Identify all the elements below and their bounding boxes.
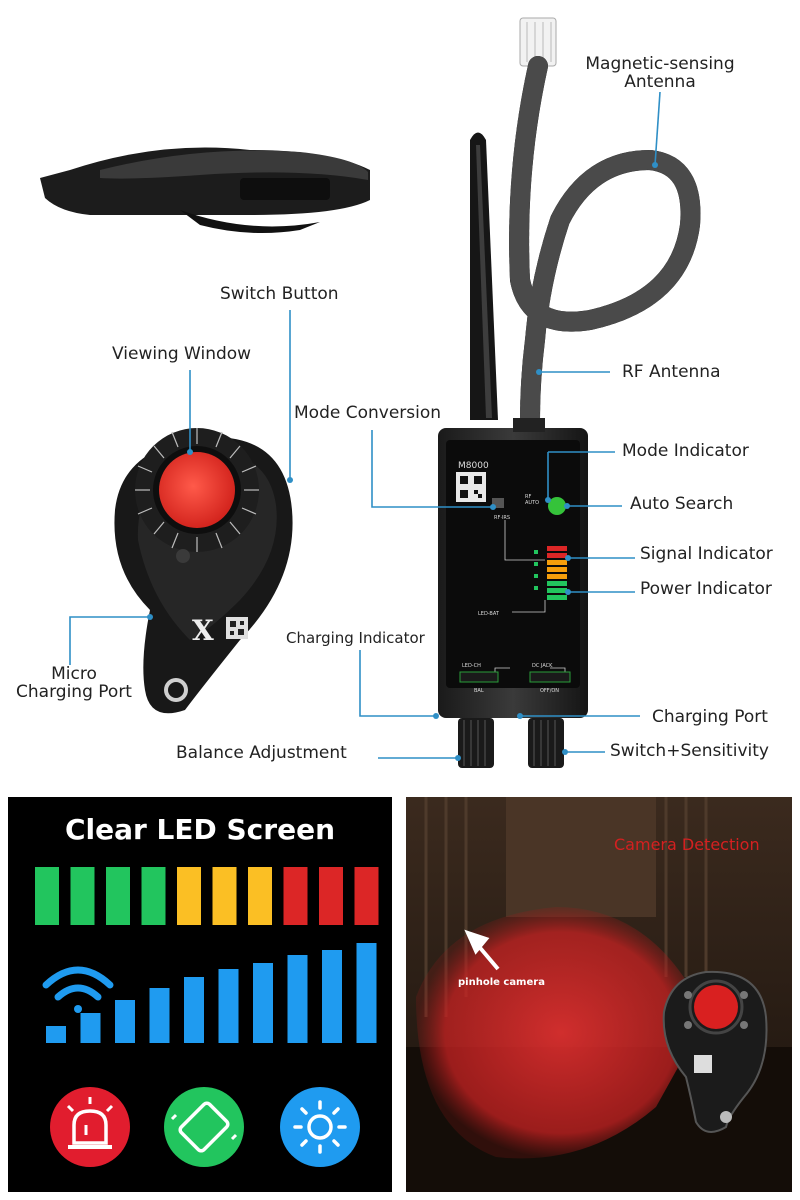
led-color-bar [70,867,95,925]
model-label: M8000 [458,461,489,471]
camera-scene [406,797,792,1192]
label-charging-indicator: Charging Indicator [286,629,425,647]
signal-strength-bar [115,1000,135,1043]
signal-strength-bar [184,977,204,1043]
viewing-window-lens [159,452,235,528]
signal-strength-bar [322,950,342,1043]
camera-detection-title: Camera Detection [614,835,760,854]
led-panel-title: Clear LED Screen [64,813,336,846]
led-color-bar [106,867,130,925]
led-bat-label: LED-BAT [478,611,500,617]
finder-side-view [40,147,370,234]
signal-strength-bar [253,963,273,1043]
label-magnetic-antenna: Magnetic-sensing Antenna [585,54,735,92]
led-ch-label: LED-CH [462,663,481,669]
product-illustration: X [40,17,701,768]
led-screen-panel: Clear LED Screen [8,797,392,1192]
led-color-bar [35,867,59,925]
label-auto-search: Auto Search [630,494,734,514]
dc-jack-label: DC JACK [532,663,553,669]
pinhole-arrow-icon [464,929,500,971]
label-micro-charging-port: Micro Charging Port [16,664,132,702]
led-color-bar [248,867,272,925]
signal-strength-bar [149,988,170,1043]
led-color-bar [212,867,237,925]
rf-ir-label: RF·IRS [494,515,510,521]
wifi-icon [42,966,114,1013]
label-mode-conversion: Mode Conversion [294,403,442,423]
svg-text:X: X [192,614,214,647]
pinhole-camera-label: pinhole camera [458,977,545,988]
label-viewing-window: Viewing Window [112,344,252,364]
vibration-phone-icon [164,1087,244,1167]
led-color-bar [319,867,343,925]
label-signal-indicator: Signal Indicator [640,544,773,564]
brightness-icon [280,1087,360,1167]
rf-detector [438,17,701,768]
led-color-bar [177,867,201,925]
label-rf-antenna: RF Antenna [622,362,721,382]
alarm-light-icon [50,1087,130,1167]
signal-strength-bar [46,1026,66,1043]
camera-finder: X [114,428,293,714]
led-color-bar [354,867,379,925]
label-mode-indicator: Mode Indicator [622,441,749,461]
led-color-bar [141,867,166,925]
led-color-bar [283,867,308,925]
label-switch-button: Switch Button [220,284,339,304]
callout-lines [69,91,661,759]
off-on-label: OFF/ON [540,688,559,694]
signal-strength-bar [287,955,308,1043]
led-graphic [35,867,379,1167]
camera-finder-photo [662,970,768,1133]
bal-label: BAL [474,688,484,694]
label-charging-port: Charging Port [652,707,768,727]
camera-detection-panel: Camera Detection pinhole camera [406,797,792,1192]
signal-strength-bar [80,1013,101,1043]
signal-strength-bar [218,969,239,1043]
label-power-indicator: Power Indicator [640,579,772,599]
label-switch-sensitivity: Switch+Sensitivity [610,741,769,761]
product-diagram: X [16,17,773,768]
signal-strength-bar [356,943,377,1043]
label-balance-adjustment: Balance Adjustment [176,743,347,763]
